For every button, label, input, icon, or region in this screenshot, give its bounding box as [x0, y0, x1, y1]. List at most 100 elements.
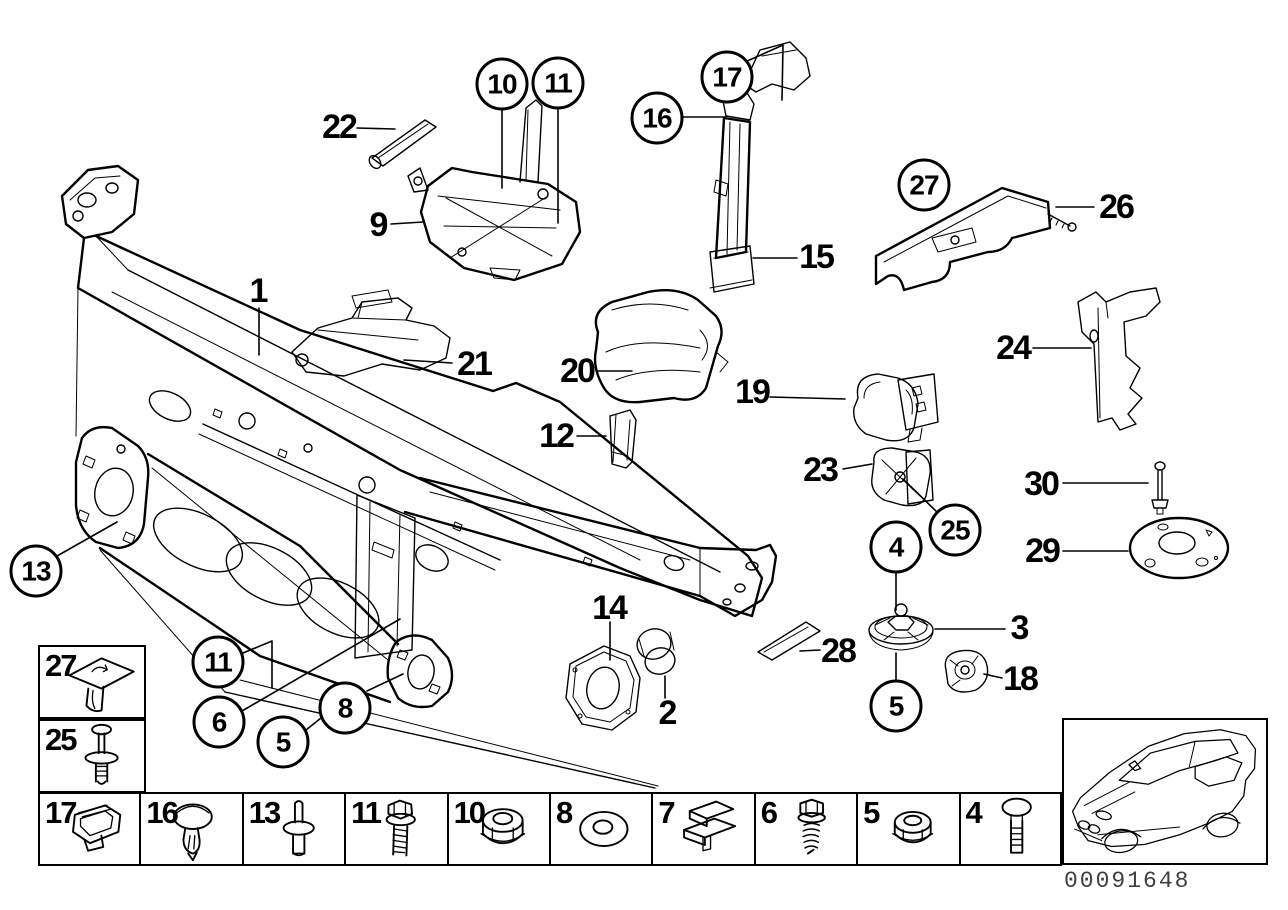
callout-18[interactable]: 18 — [1003, 660, 1039, 698]
car-thumbnail-box — [1062, 718, 1268, 865]
round-head-bolt-icon — [1001, 797, 1032, 854]
leader-line-13 — [56, 521, 118, 557]
leader-line-17 — [744, 44, 784, 101]
legend-cell-5[interactable]: 5 — [857, 792, 960, 866]
legend-box-25-label: 25 — [45, 722, 78, 757]
part-2-drawing — [636, 628, 676, 675]
plastic-plug-fastener-icon — [173, 803, 214, 862]
front-panel-assembly-drawing — [60, 164, 778, 789]
callout-25[interactable]: 25 — [928, 503, 982, 557]
callout-17[interactable]: 17 — [700, 50, 754, 104]
legend-cell-4-label: 4 — [965, 795, 983, 830]
part-19-drawing — [853, 373, 939, 443]
part-26-27-drawing — [874, 186, 1077, 292]
callout-5[interactable]: 5 — [256, 715, 310, 769]
blind-rivet-icon — [282, 800, 315, 857]
part-15-16-17-drawing — [709, 41, 811, 293]
image-id-text: 00091648 — [1064, 868, 1191, 894]
leader-line-19 — [769, 396, 846, 400]
legend-cell-10[interactable]: 10 — [447, 792, 550, 866]
leader-line-28 — [799, 649, 821, 652]
callout-16[interactable]: 16 — [630, 91, 684, 145]
callout-23[interactable]: 23 — [803, 451, 839, 489]
callout-24[interactable]: 24 — [996, 329, 1032, 367]
callout-21[interactable]: 21 — [457, 345, 493, 383]
legend-cell-16[interactable]: 16 — [140, 792, 243, 866]
leader-line-21 — [403, 359, 453, 364]
part-18-drawing — [944, 649, 989, 693]
leader-line-11 — [242, 640, 273, 689]
callout-11[interactable]: 11 — [191, 635, 245, 689]
legend-cell-17[interactable]: 17 — [38, 792, 141, 866]
legend-cell-13[interactable]: 13 — [242, 792, 346, 866]
callout-19[interactable]: 19 — [735, 373, 771, 411]
leader-line-8 — [366, 673, 404, 692]
legend-box-27[interactable]: 27 — [38, 645, 146, 719]
callout-30[interactable]: 30 — [1024, 465, 1060, 503]
part-24-drawing — [1077, 287, 1161, 431]
leader-line-5 — [305, 717, 322, 731]
callout-10[interactable]: 10 — [475, 57, 529, 111]
car-sketch — [1071, 729, 1257, 854]
leader-line-9 — [390, 221, 424, 225]
leader-line-23 — [842, 463, 873, 470]
hex-bolt-threaded-icon — [385, 799, 417, 857]
legend-box-27-label: 27 — [45, 648, 78, 683]
legend-box-25[interactable]: 25 — [38, 719, 146, 793]
flange-nut-icon — [892, 811, 934, 844]
callout-12[interactable]: 12 — [539, 417, 575, 455]
callout-9[interactable]: 9 — [369, 206, 389, 244]
part-29-drawing — [1128, 516, 1230, 580]
callout-28[interactable]: 28 — [821, 632, 857, 670]
legend-cell-4[interactable]: 4 — [959, 792, 1062, 866]
leader-line-25 — [902, 478, 939, 514]
part-9-drawing — [407, 99, 582, 282]
part-20-drawing — [593, 289, 729, 404]
callout-5[interactable]: 5 — [869, 679, 923, 733]
part-3-drawing — [868, 603, 934, 651]
callout-4[interactable]: 4 — [869, 520, 923, 574]
part-28-drawing — [757, 621, 821, 661]
cage-clip-icon — [683, 800, 737, 852]
callout-6[interactable]: 6 — [192, 695, 246, 749]
legend-cell-10-label: 10 — [453, 795, 487, 830]
callout-14[interactable]: 14 — [592, 589, 628, 627]
legend-cell-5-label: 5 — [863, 795, 880, 830]
leader-line-22 — [356, 127, 396, 130]
part-23-drawing — [871, 447, 934, 507]
clamp-bracket-icon — [72, 804, 122, 852]
callout-26[interactable]: 26 — [1099, 188, 1135, 226]
leader-line-18 — [983, 673, 1003, 679]
legend-cell-16-label: 16 — [146, 795, 179, 830]
legend-cell-6-label: 6 — [760, 795, 778, 830]
part-21-drawing — [291, 289, 451, 377]
callout-8[interactable]: 8 — [318, 681, 372, 735]
legend-row: 17 16 — [38, 792, 1062, 866]
callout-2[interactable]: 2 — [658, 694, 678, 732]
callout-27[interactable]: 27 — [897, 158, 951, 212]
legend-cell-8-label: 8 — [555, 795, 573, 830]
callout-20[interactable]: 20 — [560, 352, 596, 390]
legend-cell-7[interactable]: 7 — [652, 792, 755, 866]
callout-3[interactable]: 3 — [1010, 609, 1030, 647]
callout-29[interactable]: 29 — [1025, 532, 1061, 570]
square-flange-expanding-rivet-icon — [68, 657, 135, 713]
callout-11[interactable]: 11 — [531, 56, 585, 110]
callout-22[interactable]: 22 — [322, 108, 358, 146]
callout-13[interactable]: 13 — [9, 544, 63, 598]
part-12-drawing — [609, 409, 637, 469]
flat-washer-icon — [579, 811, 629, 847]
callout-15[interactable]: 15 — [799, 238, 835, 276]
hex-screw-coil-icon — [797, 798, 826, 855]
legend-cell-11-label: 11 — [351, 795, 382, 830]
legend-cell-17-label: 17 — [45, 795, 78, 830]
legend-cell-7-label: 7 — [658, 795, 675, 830]
legend-cell-13-label: 13 — [248, 795, 282, 830]
callout-1[interactable]: 1 — [249, 272, 269, 310]
legend-cell-6[interactable]: 6 — [754, 792, 858, 866]
legend-cell-8[interactable]: 8 — [549, 792, 653, 866]
legend-cell-11[interactable]: 11 — [345, 792, 448, 866]
part-14-drawing — [565, 645, 641, 731]
